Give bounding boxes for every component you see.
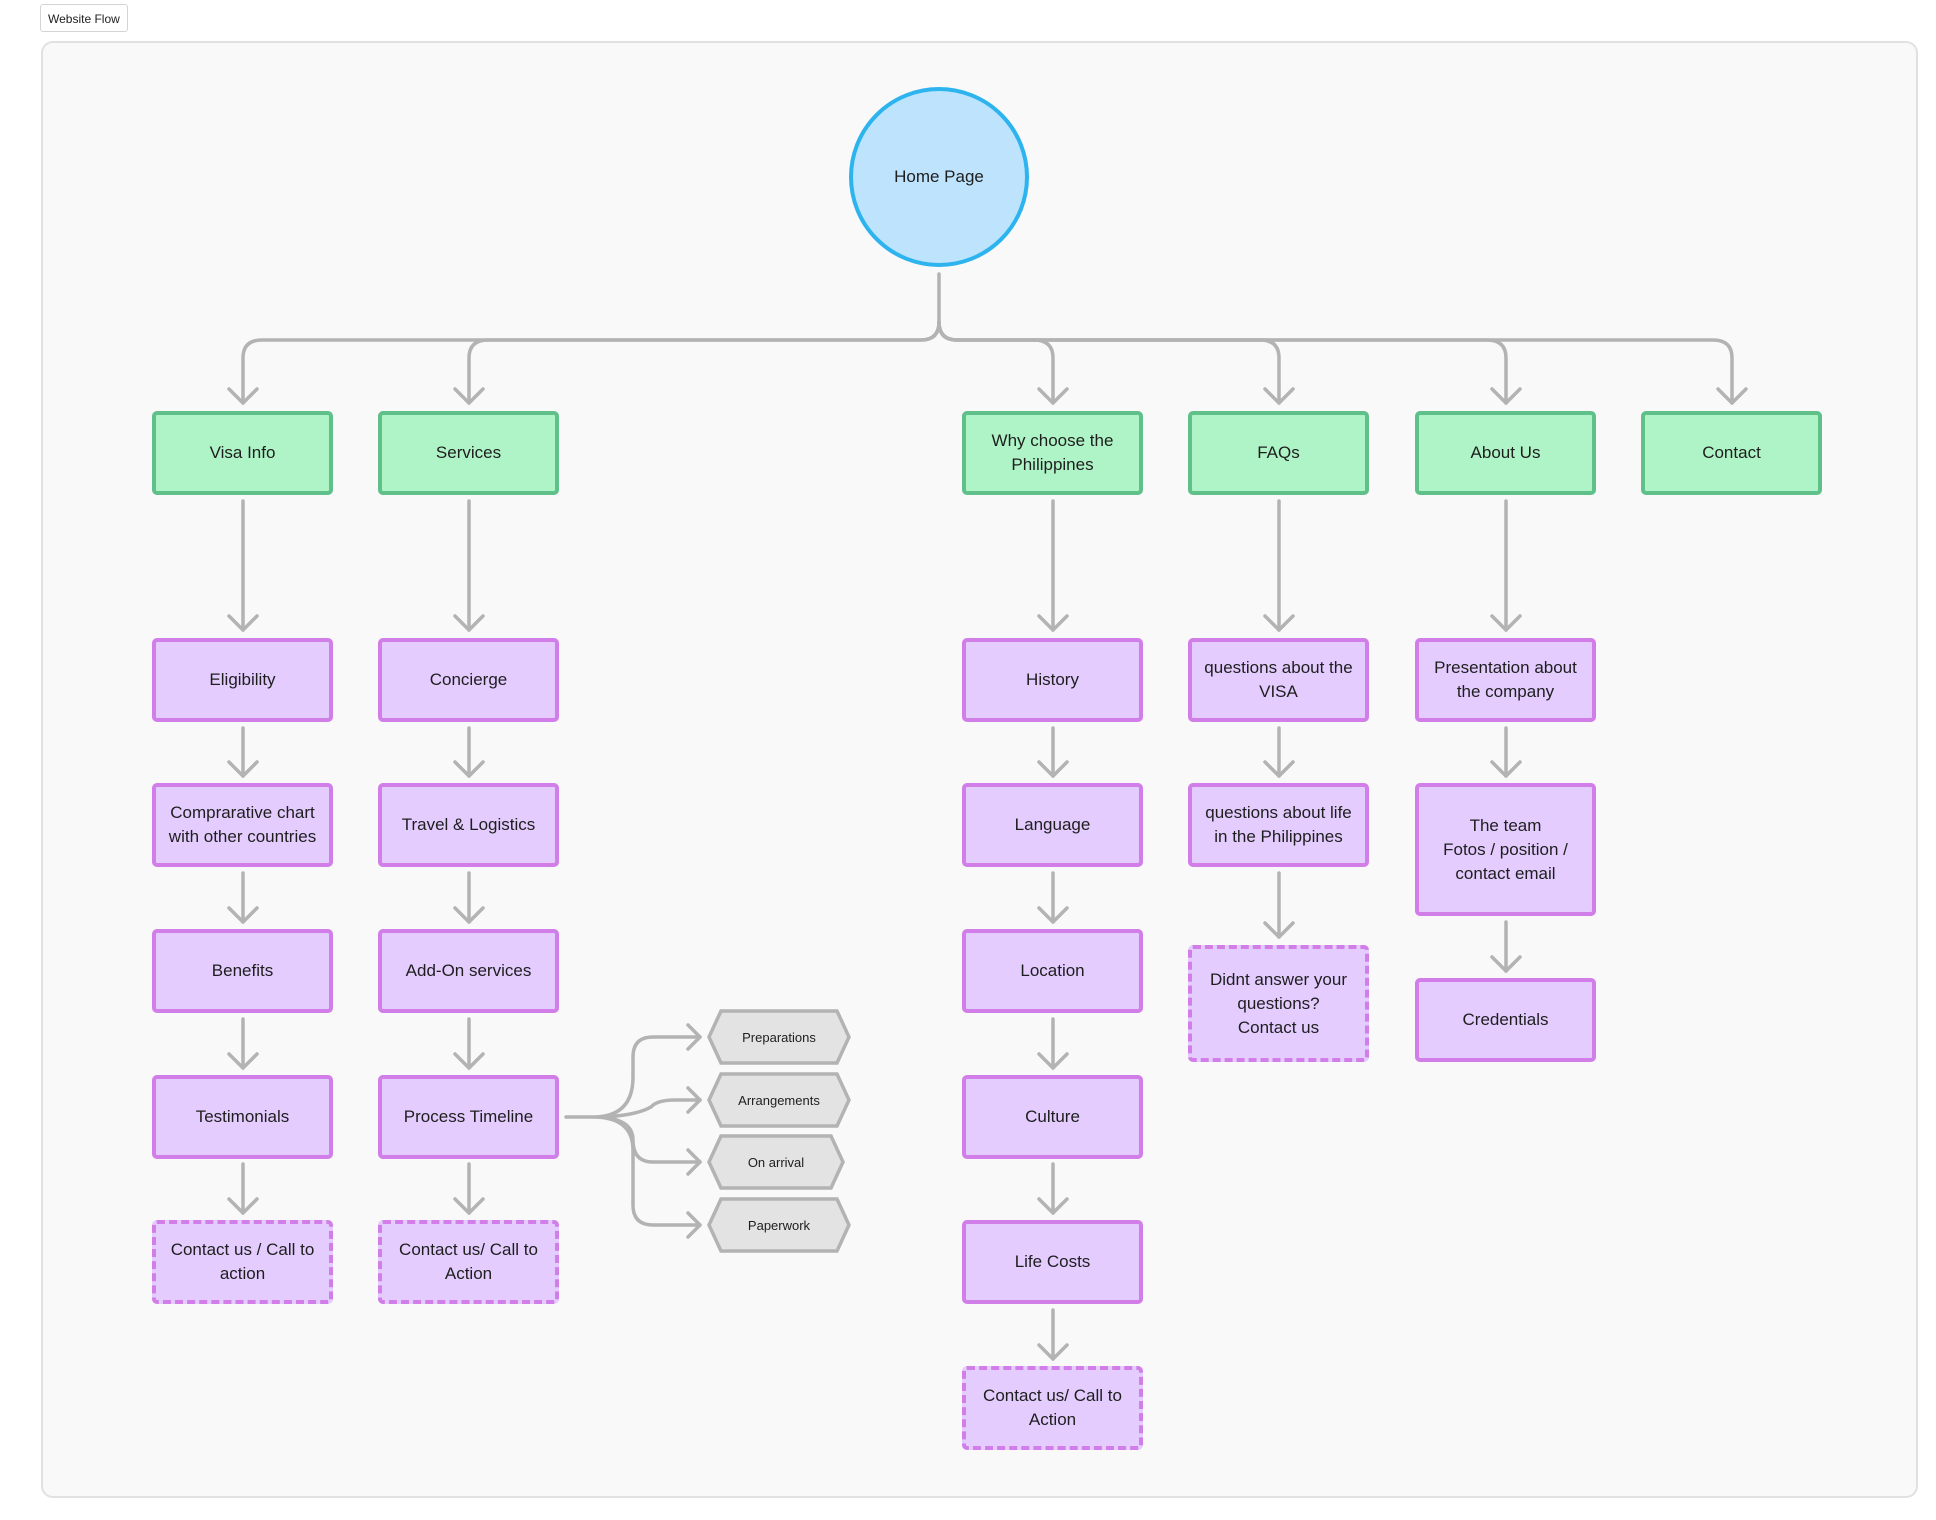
page-concierge[interactable]: Concierge [378,638,559,722]
timeline-step-preparations[interactable]: Preparations [707,1009,851,1065]
step-label: On arrival [747,1154,805,1170]
cta-label: Contact us / Call to action [170,1240,315,1283]
connector-timeline-steps [564,1035,702,1227]
cta-label: Contact us/ Call to Action [399,1240,538,1283]
section-label: About Us [1470,443,1541,462]
arrowhead [453,614,485,1215]
arrowhead [686,1023,702,1239]
arrowhead [1037,614,1069,1361]
hexagon-shape [707,1134,845,1190]
page-benefits[interactable]: Benefits [152,929,333,1013]
page-label: Location [1020,961,1085,980]
arrowhead [1263,614,1295,939]
hexagon-shape [707,1072,851,1128]
page-label: Culture [1025,1107,1080,1126]
arrowhead [1490,614,1522,973]
page-visa-questions[interactable]: questions about the VISA [1188,638,1369,722]
page-the-team[interactable]: The team Fotos / position / contact emai… [1415,783,1596,916]
page-location[interactable]: Location [962,929,1143,1013]
connector-home-visa [241,320,941,405]
hexagon-shape [707,1009,851,1065]
page-label: Testimonials [195,1107,290,1126]
page-label: Benefits [211,961,274,980]
connector-home-services [467,320,941,405]
cta-services-contact[interactable]: Contact us/ Call to Action [378,1220,559,1304]
page-culture[interactable]: Culture [962,1075,1143,1159]
cta-label: Contact us/ Call to Action [983,1386,1122,1429]
page-label: Credentials [1462,1010,1549,1029]
page-company-presentation[interactable]: Presentation about the company [1415,638,1596,722]
cta-faqs-contact[interactable]: Didnt answer your questions? Contact us [1188,945,1369,1062]
page-label: Travel & Logistics [401,815,536,834]
page-life-questions[interactable]: questions about life in the Philippines [1188,783,1369,867]
timeline-step-on-arrival[interactable]: On arrival [707,1134,845,1190]
arrowhead [227,614,259,1215]
page-language[interactable]: Language [962,783,1143,867]
home-page-label: Home Page [894,167,984,186]
arrowhead [227,387,1748,405]
section-faqs[interactable]: FAQs [1188,411,1369,495]
step-label: Paperwork [747,1217,811,1233]
connector-home-contact [937,320,1734,405]
connector-home-why [937,320,1055,405]
section-label: Visa Info [209,443,276,462]
page-label: Comprarative chart with other countries [168,803,317,846]
page-label: Language [1014,815,1091,834]
hexagon-shape [707,1197,851,1253]
section-label: Contact [1702,443,1761,462]
timeline-step-paperwork[interactable]: Paperwork [707,1197,851,1253]
timeline-step-arrangements[interactable]: Arrangements [707,1072,851,1128]
page-add-on-services[interactable]: Add-On services [378,929,559,1013]
connector-home-faqs [937,320,1281,405]
section-visa-info[interactable]: Visa Info [152,411,333,495]
cta-why-contact[interactable]: Contact us/ Call to Action [962,1366,1143,1450]
page-label: Process Timeline [403,1107,534,1126]
cta-visa-contact[interactable]: Contact us / Call to action [152,1220,333,1304]
page-label: questions about the VISA [1204,658,1353,701]
page-label: Presentation about the company [1434,658,1577,701]
page-label: History [1026,670,1079,689]
page-label: The team Fotos / position / contact emai… [1443,815,1568,883]
cta-label: Didnt answer your questions? Contact us [1209,969,1347,1037]
page-testimonials[interactable]: Testimonials [152,1075,333,1159]
page-label: Eligibility [209,670,276,689]
frame-title[interactable]: Website Flow [40,4,128,32]
section-label: Why choose the Philippines [991,431,1114,474]
page-label: Concierge [429,670,508,689]
step-label: Preparations [742,1029,816,1045]
section-label: Services [435,443,502,462]
page-label: Add-On services [405,961,532,980]
page-history[interactable]: History [962,638,1143,722]
page-comparative-chart[interactable]: Comprarative chart with other countries [152,783,333,867]
connector-home-about [937,320,1508,405]
page-process-timeline[interactable]: Process Timeline [378,1075,559,1159]
section-label: FAQs [1257,443,1300,462]
page-life-costs[interactable]: Life Costs [962,1220,1143,1304]
section-contact[interactable]: Contact [1641,411,1822,495]
page-label: Life Costs [1014,1252,1091,1271]
section-services[interactable]: Services [378,411,559,495]
section-about-us[interactable]: About Us [1415,411,1596,495]
page-eligibility[interactable]: Eligibility [152,638,333,722]
page-travel-logistics[interactable]: Travel & Logistics [378,783,559,867]
page-credentials[interactable]: Credentials [1415,978,1596,1062]
home-page-node[interactable]: Home Page [849,87,1029,267]
page-label: questions about life in the Philippines [1205,803,1352,846]
section-why-philippines[interactable]: Why choose the Philippines [962,411,1143,495]
step-label: Arrangements [738,1092,820,1108]
